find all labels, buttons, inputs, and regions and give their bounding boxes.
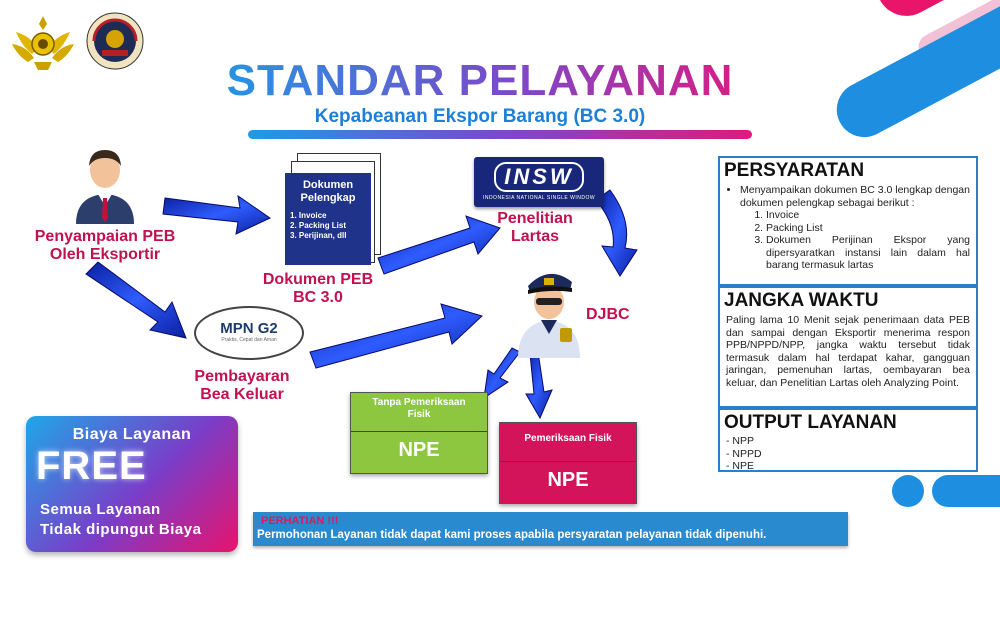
insw-logo: INSW INDONESIA NATIONAL SINGLE WINDOW [474,157,604,207]
customs-officer-icon [518,273,580,358]
persyaratan-intro: Menyampaikan dokumen BC 3.0 lengkap deng… [740,184,970,209]
output-layanan-panel: OUTPUT LAYANAN - NPP - NPPD - NPE [718,408,978,472]
page-subtitle: Kepabeanan Ekspor Barang (BC 3.0) [314,106,646,127]
arrow-lartas-to-djbc [595,189,638,277]
free-box-caption: Semua Layanan Tidak dipungut Biaya [40,501,202,538]
npe-no-inspection-value: NPE [398,439,440,461]
notice-banner: PERHATIAN !!! Permohonan Layanan tidak d… [253,512,848,546]
notice-text: Permohonan Layanan tidak dapat kami pros… [257,529,767,541]
npe-inspection-value: NPE [547,469,589,491]
persyaratan-item: Invoice [766,209,970,222]
decorative-stripe-blue [827,0,1000,147]
customs-emblem-icon [12,16,74,70]
insw-logo-caption: INDONESIA NATIONAL SINGLE WINDOW [482,195,596,201]
npe-no-inspection-box: Tanpa Pemeriksaan Fisik NPE [350,392,488,474]
persyaratan-item: Dokumen Perijinan Ekspor yang dipersyara… [766,234,970,272]
persyaratan-item: Packing List [766,222,970,235]
arrow-djbc-to-no-inspection [483,347,521,400]
document-item: 2. Packing List [290,221,347,230]
jangka-waktu-text: Paling lama 10 Menit sejak penerimaan da… [726,314,970,389]
flow-arrows [85,189,638,420]
lartas-label: Penelitian Lartas [497,210,573,245]
mpn-g2-caption: Praktis, Cepat dan Aman [221,337,277,343]
output-item: - NPPD [726,447,762,460]
page-title: STANDAR PELAYANAN [200,56,760,106]
npe-inspection-heading: Pemeriksaan Fisik [524,433,612,444]
persyaratan-panel: PERSYARATAN Menyampaikan dokumen BC 3.0 … [718,156,978,286]
document-card: Dokumen Pelengkap 1. Invoice 2. Packing … [285,173,371,265]
arrow-document-to-lartas [377,215,501,275]
mpn-g2-logo: MPN G2 Praktis, Cepat dan Aman [194,306,304,360]
output-item: - NPP [726,435,755,447]
jangka-waktu-title: JANGKA WAKTU [724,290,879,311]
notice-title: PERHATIAN !!! [261,515,339,527]
output-item: - NPE [726,460,755,472]
arrow-exporter-to-payment [85,261,187,339]
npe-divider [500,461,636,462]
arrow-djbc-to-inspection [525,351,553,420]
djbc-label: DJBC [586,306,630,323]
arrow-payment-to-djbc [309,303,483,369]
jangka-waktu-panel: JANGKA WAKTU Paling lama 10 Menit sejak … [718,286,978,408]
decorative-bar [932,475,1000,507]
free-box-big-text: FREE [36,444,147,488]
title-underline [248,130,752,139]
arrow-exporter-to-document [162,194,272,235]
document-peb-label: Dokumen PEB BC 3.0 [262,271,374,306]
npe-no-inspection-heading: Tanpa Pemeriksaan Fisik [372,397,466,420]
document-item: 1. Invoice [290,211,327,220]
document-item: 3. Perijinan, dll [290,231,347,240]
persyaratan-title: PERSYARATAN [724,160,865,181]
exporter-person-icon [76,150,134,224]
decorative-dot [892,475,924,507]
customs-office-seal-icon [86,12,144,70]
free-service-box: Biaya Layanan FREE Semua Layanan Tidak d… [26,416,238,552]
output-layanan-title: OUTPUT LAYANAN [724,412,897,433]
document-card-heading: Dokumen Pelengkap [300,179,356,204]
npe-inspection-box: Pemeriksaan Fisik NPE [499,422,637,504]
payment-label: Pembayaran Bea Keluar [194,368,290,403]
exporter-label: Penyampaian PEB Oleh Eksportir [34,228,176,263]
npe-divider [351,431,487,432]
insw-logo-text: INSW [494,162,584,192]
free-box-heading: Biaya Layanan [72,426,192,443]
mpn-g2-logo-text: MPN G2 [220,320,278,337]
